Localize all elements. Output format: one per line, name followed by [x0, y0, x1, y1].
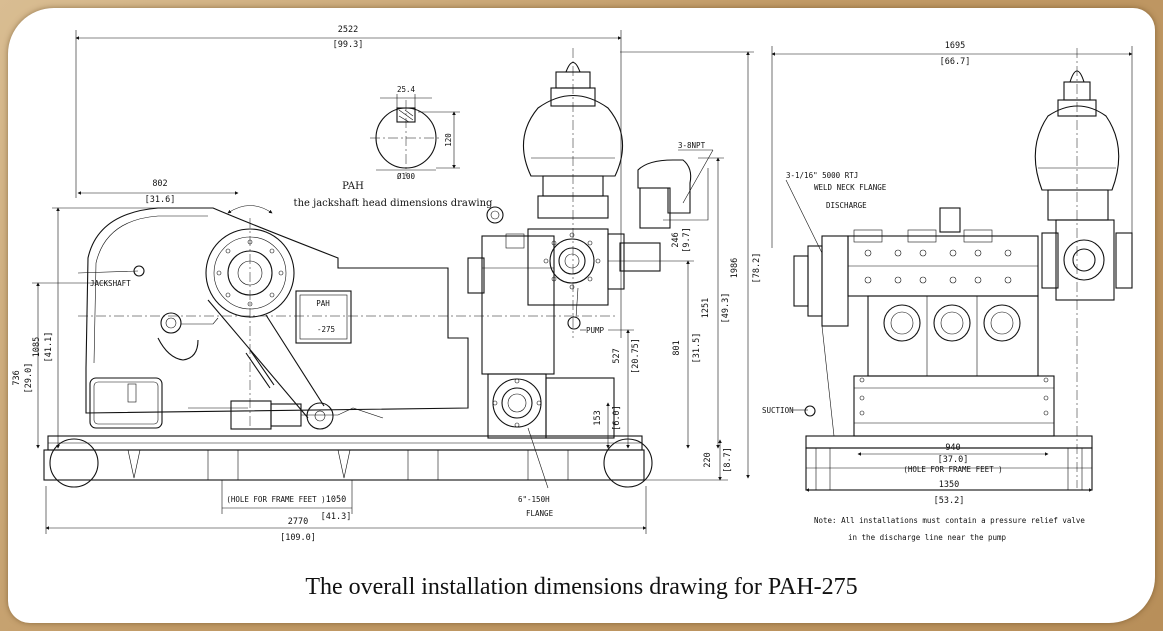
- dim-frame-holes: 1050: [326, 495, 346, 505]
- dim-frame-holes-in: [41.3]: [321, 512, 352, 522]
- end-view: 1695 [66.7]: [762, 41, 1133, 542]
- dim-overall-length: 2522: [338, 25, 358, 35]
- dim-frame-length-in: [109.0]: [280, 533, 316, 543]
- side-view: 2522 [99.3] 802 [31.6] 1085 [41.1] 736 […: [12, 25, 762, 543]
- dim-height-1085: 1085: [32, 337, 42, 357]
- dim-base-height: 220: [703, 452, 713, 467]
- dim-feet-spacing-in: [37.0]: [938, 455, 969, 465]
- dim-jackshaft-offset-in: [31.6]: [145, 195, 176, 205]
- dim-overall-width: 1695: [945, 41, 965, 51]
- shaft-diameter: Ø100: [397, 172, 416, 181]
- label-npt: 3-8NPT: [678, 141, 706, 150]
- label-pump: PUMP: [586, 326, 605, 335]
- dim-overall-length-in: [99.3]: [333, 40, 364, 50]
- dim-height-736: 736: [12, 370, 22, 385]
- dim-246-in: [9.7]: [682, 227, 692, 253]
- drawing-sheet: 2522 [99.3] 802 [31.6] 1085 [41.1] 736 […: [8, 8, 1155, 623]
- dim-overall-width-in: [66.7]: [940, 57, 971, 67]
- dim-246: 246: [671, 232, 681, 247]
- jackshaft-title: PAH: [342, 181, 364, 192]
- note-line1: Note: All installations must contain a p…: [814, 516, 1085, 525]
- key-width: 25.4: [397, 85, 416, 94]
- label-suction: SUCTION: [762, 406, 794, 415]
- dim-base-height-in: [8.7]: [723, 447, 733, 473]
- dim-base-width-in: [53.2]: [934, 496, 965, 506]
- key-height: 120: [444, 133, 453, 147]
- dim-height-736-in: [29.0]: [24, 363, 34, 394]
- dim-height-1085-in: [41.1]: [44, 332, 54, 363]
- dim-height-153: 153: [593, 410, 603, 425]
- dim-overall-height: 1986: [730, 258, 740, 278]
- dim-jackshaft-offset: 802: [152, 179, 167, 189]
- dim-overall-height-in: [78.2]: [752, 253, 762, 284]
- dim-frame-length: 2770: [288, 517, 308, 527]
- dim-height-1251: 1251: [701, 298, 711, 318]
- dim-base-width: 1350: [939, 480, 959, 490]
- installation-drawing: 2522 [99.3] 802 [31.6] 1085 [41.1] 736 […: [12, 25, 1133, 543]
- plate-line1: PAH: [316, 299, 330, 308]
- dim-height-1251-in: [49.3]: [721, 293, 731, 324]
- discharge-sub: WELD NECK FLANGE: [814, 183, 887, 192]
- flange-line1: 6"-150H: [518, 495, 550, 504]
- jackshaft-subtitle: the jackshaft head dimensions drawing: [294, 198, 493, 209]
- side-hole-label: (HOLE FOR FRAME FEET ): [226, 495, 325, 504]
- note-line2: in the discharge line near the pump: [848, 533, 1007, 542]
- discharge-size: 3-1/16" 5000 RTJ: [786, 171, 858, 180]
- end-hole-label: (HOLE FOR FRAME FEET ): [903, 465, 1002, 474]
- dim-height-527-in: [20.75]: [631, 338, 641, 374]
- dim-height-527: 527: [612, 348, 622, 363]
- label-jackshaft: JACKSHAFT: [90, 279, 131, 288]
- dim-height-801-in: [31.5]: [692, 333, 702, 364]
- plate-line2: -275: [317, 325, 335, 334]
- jackshaft-detail: 25.4 120 Ø100 PAH the jackshaft head dim…: [294, 85, 493, 209]
- dim-height-801: 801: [672, 340, 682, 355]
- dim-feet-spacing: 940: [945, 443, 960, 453]
- drawing-caption: The overall installation dimensions draw…: [305, 574, 858, 600]
- flange-line2: FLANGE: [526, 509, 554, 518]
- dim-height-153-in: [6.0]: [612, 405, 622, 431]
- label-discharge: DISCHARGE: [826, 201, 867, 210]
